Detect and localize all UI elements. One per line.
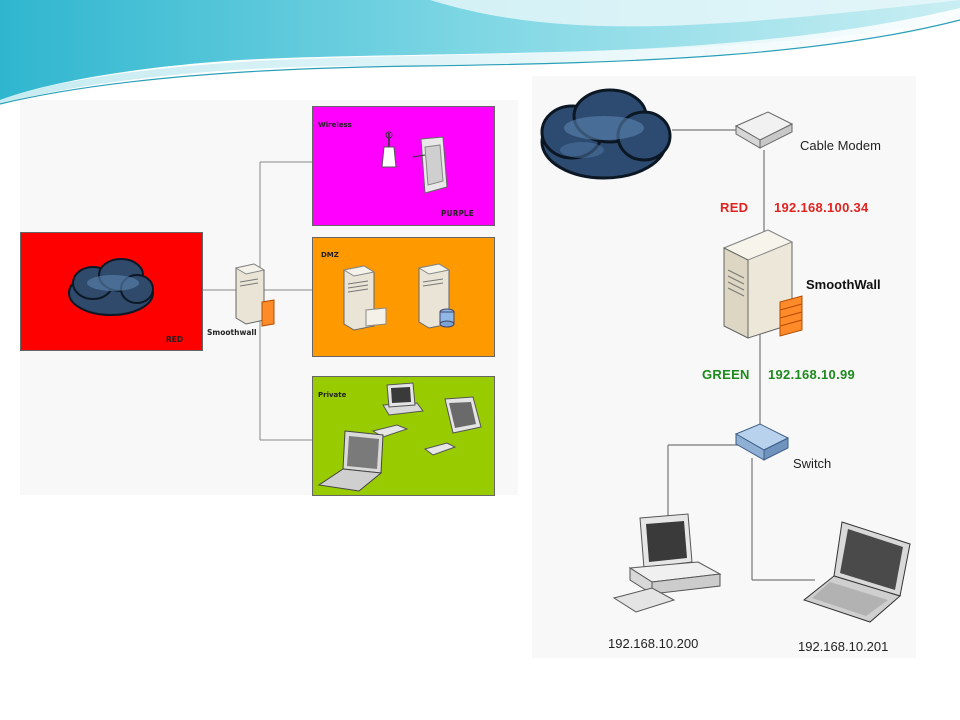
red-interface-ip: 192.168.100.34 [774, 200, 869, 215]
desktop-ip-label: 192.168.10.200 [608, 636, 699, 651]
database-server-icon [417, 263, 455, 329]
dmz-zone: DMZ [312, 237, 495, 357]
laptop-ip-label: 192.168.10.201 [798, 639, 889, 654]
red-zone-label: RED [166, 335, 184, 344]
wireless-zone-sublabel: PURPLE [441, 209, 474, 218]
internet-cloud-icon [540, 88, 672, 180]
laptop-icon [317, 430, 384, 492]
switch-icon [734, 423, 790, 461]
desktop-computer-icon [371, 382, 424, 438]
red-zone: RED [20, 232, 203, 351]
private-zone: Private [312, 376, 495, 496]
left-firewall-label: Smoothwall [207, 328, 257, 337]
header-swoosh [0, 0, 960, 105]
smoothwall-label: SmoothWall [806, 277, 881, 292]
green-interface-name: GREEN [702, 367, 750, 382]
private-zone-label: Private [318, 391, 347, 399]
dmz-zone-label: DMZ [321, 251, 339, 259]
green-interface-ip: 192.168.10.99 [768, 367, 856, 382]
switch-label: Switch [793, 456, 832, 471]
laptop-icon [802, 521, 911, 623]
desktop-computer-icon [612, 513, 722, 613]
firewall-server-icon [234, 263, 275, 327]
crt-monitor-icon [423, 396, 482, 456]
red-interface-name: RED [720, 200, 749, 215]
internet-cloud-icon [68, 258, 154, 316]
firewall-server-icon [722, 229, 803, 339]
access-point-icon [381, 131, 397, 168]
cable-modem-label: Cable Modem [800, 138, 881, 153]
wireless-zone-label: Wireless [318, 121, 352, 129]
cable-modem-icon [734, 111, 794, 149]
tablet-icon [412, 136, 448, 194]
web-server-icon [342, 265, 387, 331]
wireless-zone: Wireless PURPLE [312, 106, 495, 226]
